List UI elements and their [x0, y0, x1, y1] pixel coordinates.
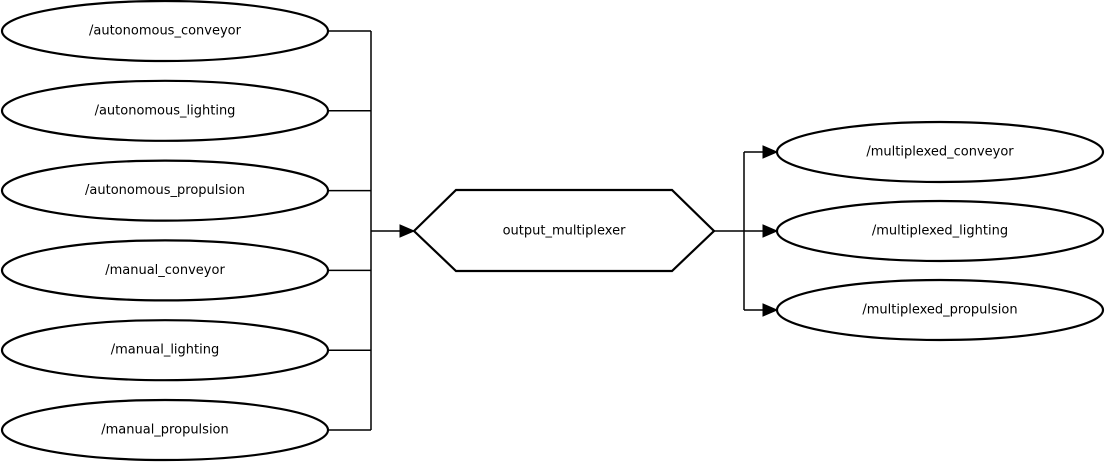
topic-ellipse: [0, 79, 330, 142]
topic-autonomous-propulsion[interactable]: /autonomous_propulsion: [0, 159, 330, 222]
node-hexagon: [412, 188, 716, 273]
arrowhead-node-input: [399, 224, 416, 238]
topic-label: /autonomous_propulsion: [85, 183, 245, 198]
arrowhead-multiplexed-conveyor: [762, 145, 779, 159]
topic-manual-lighting[interactable]: /manual_lighting: [0, 319, 330, 382]
topic-ellipse: [0, 159, 330, 222]
topic-label: /autonomous_conveyor: [89, 24, 242, 39]
topic-ellipse: [0, 239, 330, 302]
topic-multiplexed-lighting[interactable]: /multiplexed_lighting: [775, 199, 1105, 263]
topic-ellipse: [0, 398, 330, 462]
arrowhead-multiplexed-lighting: [762, 224, 779, 238]
topic-autonomous-conveyor[interactable]: /autonomous_conveyor: [0, 0, 330, 63]
node-label: output_multiplexer: [503, 224, 627, 239]
topic-label: /autonomous_lighting: [95, 103, 236, 118]
topic-label: /multiplexed_propulsion: [862, 303, 1017, 318]
arrowhead-multiplexed-propulsion: [762, 303, 779, 317]
topic-label: /manual_propulsion: [101, 423, 229, 438]
topic-autonomous-lighting[interactable]: /autonomous_lighting: [0, 79, 330, 142]
topic-ellipse: [775, 120, 1105, 184]
topic-multiplexed-conveyor[interactable]: /multiplexed_conveyor: [775, 120, 1105, 184]
topic-ellipse: [775, 278, 1105, 342]
topic-label: /multiplexed_conveyor: [866, 145, 1014, 160]
topic-label: /manual_lighting: [111, 343, 219, 358]
topic-label: /multiplexed_lighting: [872, 224, 1008, 239]
topic-ellipse: [775, 199, 1105, 263]
node-output-multiplexer[interactable]: output_multiplexer: [412, 188, 716, 273]
edges-layer: [328, 30, 779, 431]
topic-ellipse: [0, 0, 330, 63]
topic-multiplexed-propulsion[interactable]: /multiplexed_propulsion: [775, 278, 1105, 342]
topic-manual-propulsion[interactable]: /manual_propulsion: [0, 398, 330, 462]
topic-label: /manual_conveyor: [105, 263, 225, 278]
topic-manual-conveyor[interactable]: /manual_conveyor: [0, 239, 330, 302]
topic-ellipse: [0, 319, 330, 382]
